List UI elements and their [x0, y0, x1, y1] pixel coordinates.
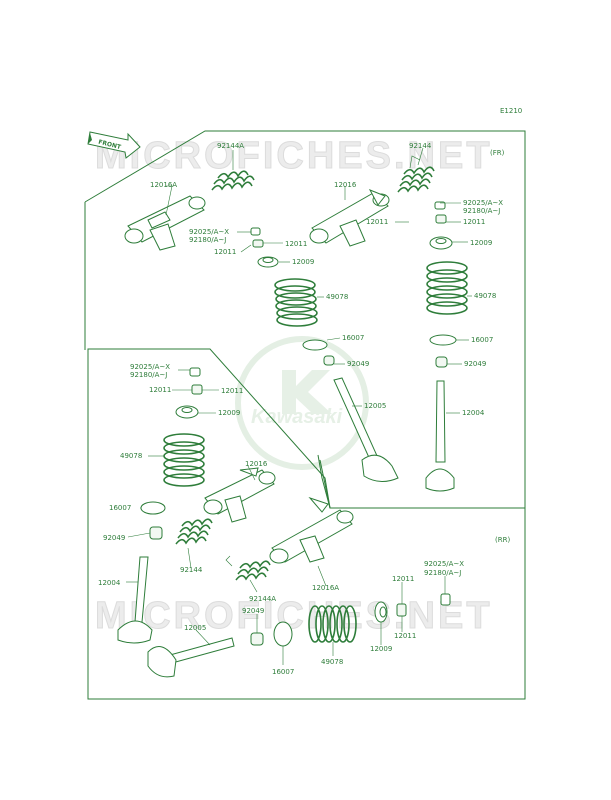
exhaust-valve-12005-front	[333, 377, 399, 482]
leader-lines	[126, 147, 472, 665]
label-12011-front-right-a: 12011	[366, 218, 388, 226]
oil-seal-16007-rear-mid	[273, 621, 293, 647]
label-shim-ax-front-right: 92025/A~X	[463, 199, 503, 207]
label-shim-ax-front-left: 92025/A~X	[189, 228, 229, 236]
label-12016-rear: 12016	[245, 460, 268, 468]
label-92144a-front: 92144A	[217, 142, 244, 150]
section-label-rear: (RR)	[495, 536, 510, 544]
label-12011-rear-left-a: 12011	[149, 386, 171, 394]
exhaust-valve-12005-rear	[147, 637, 235, 678]
shim-rear-right	[440, 593, 451, 606]
part-labels: 12016A 92144A 12016 92144 92025/A~X 9218…	[98, 142, 503, 676]
intake-valve-12004-rear	[117, 556, 153, 644]
oil-seal-16007-rear-left	[140, 501, 166, 515]
label-shim-ax-rear-right: 92025/A~X	[424, 560, 464, 568]
oil-seal-16007-front-right	[429, 334, 457, 346]
label-16007-rear-left: 16007	[109, 504, 131, 512]
label-16007-front-mid: 16007	[342, 334, 364, 342]
watermark-text-bottom: MICROFICHES.NET	[95, 595, 493, 637]
label-12011-rear-left-b: 12011	[221, 387, 243, 395]
label-92144a-rear: 92144A	[249, 595, 276, 603]
label-92049-rear-left: 92049	[103, 534, 125, 542]
label-shim-ax-rear-left: 92025/A~X	[130, 363, 170, 371]
diagram-code: E1210	[500, 107, 522, 115]
valve-spring-49078-front-right	[426, 261, 468, 315]
rocker-arm-12016a-front	[124, 195, 206, 251]
kawasaki-logo-text: Kawasaki	[251, 406, 343, 428]
label-12009-front-mid: 12009	[292, 258, 314, 266]
label-12011-front-right-b: 12011	[463, 218, 485, 226]
valve-spring-92144-rear	[175, 518, 213, 545]
keeper-12011-rear-left	[191, 384, 203, 395]
label-shim-aj-front-left: 92180/A~J	[189, 236, 226, 244]
label-92144-rear: 92144	[180, 566, 203, 574]
label-shim-aj-rear-right: 92180/A~J	[424, 569, 461, 577]
keeper-12011-rear-right	[396, 603, 407, 617]
label-12009-rear-right: 12009	[370, 645, 392, 653]
label-shim-aj-rear-left: 92180/A~J	[130, 371, 167, 379]
intake-valve-12004-front	[425, 380, 455, 492]
label-12016a-front: 12016A	[150, 181, 177, 189]
valve-spring-92144-front	[397, 155, 435, 193]
label-12009-rear-left: 12009	[218, 409, 240, 417]
label-12005-front: 12005	[364, 402, 386, 410]
label-49078-rear-right: 49078	[321, 658, 343, 666]
label-12016a-rear: 12016A	[312, 584, 339, 592]
label-12009-front-right: 12009	[470, 239, 492, 247]
rocker-arm-12016-rear	[203, 467, 276, 523]
label-12011-rear-right-a: 12011	[392, 575, 414, 583]
section-label-front: (FR)	[490, 149, 505, 157]
guide-cap-92049-rear-left	[149, 526, 163, 540]
oil-seal-16007-front-left	[302, 339, 328, 351]
watermark: MICROFICHES.NET MICROFICHES.NET Kawasaki	[95, 135, 493, 638]
label-92049-front-mid: 92049	[347, 360, 369, 368]
shim-front-right	[434, 201, 447, 224]
label-49078-rear-left: 49078	[120, 452, 142, 460]
label-92049-front-right: 92049	[464, 360, 486, 368]
guide-cap-92049-rear-mid	[250, 632, 264, 646]
valve-spring-49078-front-left	[274, 278, 318, 327]
label-12016-front: 12016	[334, 181, 357, 189]
valve-spring-92144a-front	[211, 170, 255, 191]
label-49078-front-mid: 49078	[326, 293, 348, 301]
label-92144-front: 92144	[409, 142, 432, 150]
label-92049-rear-mid: 92049	[242, 607, 264, 615]
label-shim-aj-front-right: 92180/A~J	[463, 207, 500, 215]
label-12005-rear: 12005	[184, 624, 206, 632]
guide-cap-92049-front-left	[323, 355, 335, 366]
shim-rear-left	[189, 367, 201, 377]
valve-spring-49078-rear-left	[163, 433, 205, 487]
section-frames	[84, 130, 526, 700]
label-12011-front-left: 12011	[214, 248, 236, 256]
valve-spring-49078-rear-right	[308, 605, 357, 643]
valve-spring-92144a-rear	[225, 555, 271, 581]
spring-retainer-12009-rear-left	[175, 405, 199, 419]
rocker-arm-12016a-rear	[269, 496, 354, 564]
spring-retainer-12009-rear-right	[374, 601, 388, 623]
guide-cap-92049-front-right	[435, 356, 448, 368]
label-12004-rear: 12004	[98, 579, 121, 587]
label-12011-front-mid: 12011	[285, 240, 307, 248]
label-12004-front: 12004	[462, 409, 485, 417]
kawasaki-logo: Kawasaki	[235, 336, 369, 470]
rocker-arm-12016-front	[309, 189, 390, 247]
label-16007-front-right: 16007	[471, 336, 493, 344]
spring-retainer-12009-front-right	[429, 236, 453, 250]
label-12011-rear-right-b: 12011	[394, 632, 416, 640]
watermark-text-top: MICROFICHES.NET	[95, 135, 493, 177]
shim-front-left	[250, 227, 279, 268]
label-49078-front-right: 49078	[474, 292, 496, 300]
label-16007-rear-mid: 16007	[272, 668, 294, 676]
